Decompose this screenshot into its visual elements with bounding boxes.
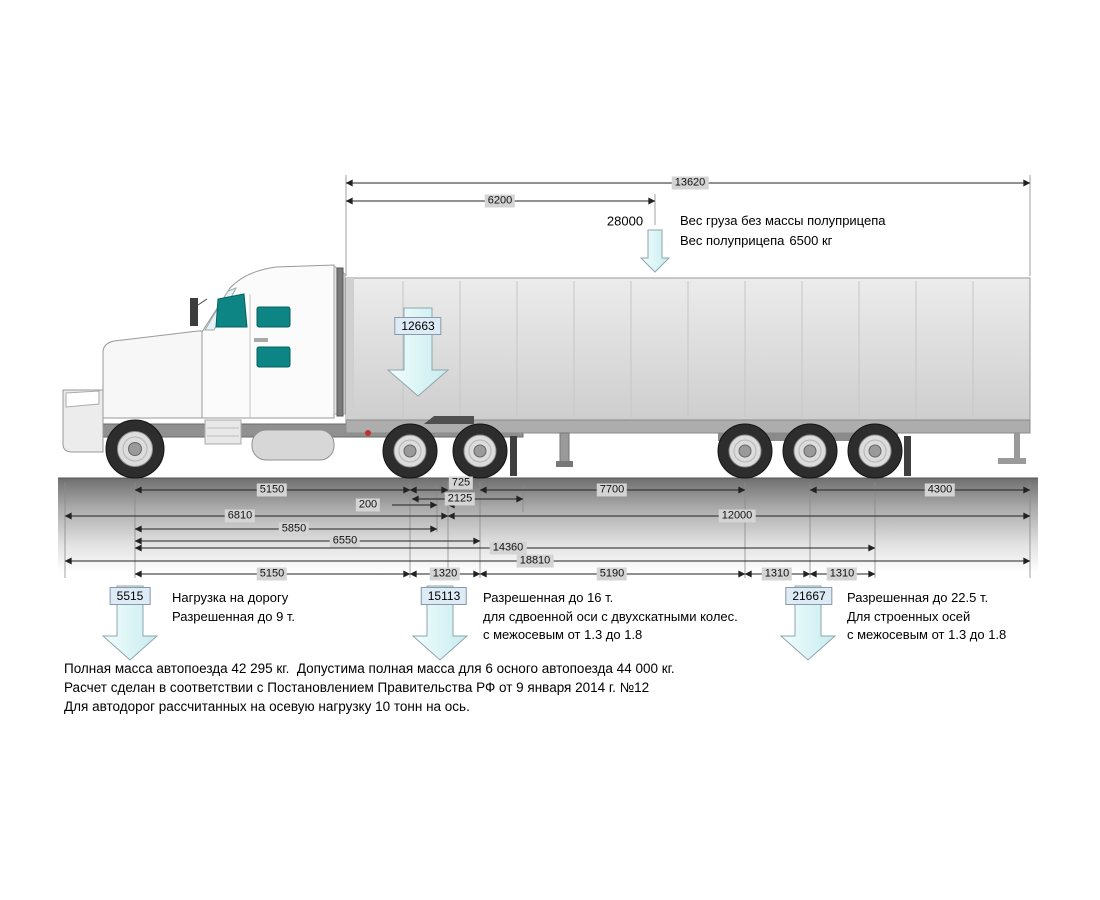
underride-post bbox=[1014, 433, 1020, 461]
landing-gear-leg bbox=[559, 432, 570, 464]
cab-steps bbox=[204, 419, 242, 445]
dim-4300: 4300 bbox=[924, 483, 956, 497]
dim-1320: 1320 bbox=[429, 567, 461, 581]
headlight bbox=[65, 390, 100, 408]
dim-5150-top: 5150 bbox=[256, 483, 288, 497]
front-load-note-1: Нагрузка на дорогу bbox=[172, 590, 289, 605]
trailer bbox=[345, 277, 1031, 476]
trailer-weight-value: 6500 кг bbox=[789, 233, 833, 248]
cargo-weight-value: 28000 bbox=[606, 213, 644, 229]
mudflap-tractor bbox=[510, 436, 517, 476]
sleeper-window-lower bbox=[256, 346, 291, 368]
mudflap-trailer bbox=[904, 436, 911, 476]
trailer-front-edge bbox=[346, 278, 354, 420]
trailer-axle-load-value: 21667 bbox=[785, 587, 833, 605]
gladhand-connector bbox=[365, 430, 371, 436]
trailer-weight-line: Вес полуприцепа 6500 кг bbox=[680, 233, 832, 249]
fuel-tank bbox=[251, 429, 335, 461]
dim-6550: 6550 bbox=[329, 534, 361, 548]
sleeper-window-upper bbox=[256, 306, 291, 328]
drive-load-note-3: с межосевым от 1.3 до 1.8 bbox=[483, 627, 643, 642]
hood bbox=[102, 330, 203, 419]
dim-6810: 6810 bbox=[224, 509, 256, 523]
trailer-load-note-1: Разрешенная до 22.5 т. bbox=[847, 590, 989, 605]
mirror bbox=[190, 298, 198, 326]
trailer-wheel-3 bbox=[847, 423, 903, 479]
cargo-weight-arrow bbox=[639, 229, 671, 273]
dim-200: 200 bbox=[355, 498, 381, 512]
dim-5150-axles: 5150 bbox=[256, 567, 288, 581]
trailer-weight-label: Вес полуприцепа bbox=[680, 233, 785, 248]
drive-wheel-2 bbox=[452, 423, 508, 479]
dim-725: 725 bbox=[448, 476, 474, 490]
dim-5190: 5190 bbox=[596, 567, 628, 581]
dim-2125: 2125 bbox=[444, 492, 476, 506]
dim-trailer-overall-13620: 13620 bbox=[671, 176, 709, 190]
dim-1310-a: 1310 bbox=[761, 567, 793, 581]
door-handle bbox=[254, 338, 268, 342]
trailer-load-note-3: с межосевым от 1.3 до 1.8 bbox=[847, 627, 1007, 642]
drive-wheel-1 bbox=[382, 423, 438, 479]
front-wheel bbox=[105, 419, 165, 479]
landing-gear-foot bbox=[556, 461, 573, 467]
trailer-wheel-2 bbox=[782, 423, 838, 479]
cargo-weight-label: Вес груза без массы полуприцепа bbox=[680, 213, 886, 228]
footer-line-2: Расчет сделан в соответствии с Постановл… bbox=[64, 680, 650, 695]
door-window bbox=[215, 293, 248, 328]
footer-line-1: Полная масса автопоезда 42 295 кг. Допус… bbox=[64, 661, 675, 676]
front-load-note-2: Разрешенная до 9 т. bbox=[172, 609, 296, 624]
footer-line-3: Для автодорог рассчитанных на осевую наг… bbox=[64, 699, 470, 714]
drive-load-note-1: Разрешенная до 16 т. bbox=[483, 590, 614, 605]
dim-12000: 12000 bbox=[718, 509, 756, 523]
drive-axle-load-value: 15113 bbox=[420, 587, 468, 605]
dim-18810: 18810 bbox=[516, 554, 554, 568]
dim-7700: 7700 bbox=[596, 483, 628, 497]
dim-trailer-front-6200: 6200 bbox=[484, 194, 516, 208]
trailer-load-note-2: Для строенных осей bbox=[847, 609, 971, 624]
underride-bar bbox=[998, 458, 1026, 464]
exhaust-stack bbox=[336, 267, 344, 417]
dim-5850: 5850 bbox=[278, 522, 310, 536]
dim-1310-b: 1310 bbox=[826, 567, 858, 581]
trailer-wheel-1 bbox=[717, 423, 773, 479]
dim-14360: 14360 bbox=[489, 541, 527, 555]
drive-load-note-2: для сдвоенной оси с двухскатными колес. bbox=[483, 609, 738, 624]
fifth-wheel bbox=[424, 416, 474, 424]
front-axle-load-value: 5515 bbox=[109, 587, 151, 605]
load-arrows bbox=[101, 229, 837, 661]
tractor bbox=[62, 264, 524, 461]
kingpin-load-value: 12663 bbox=[394, 317, 442, 335]
